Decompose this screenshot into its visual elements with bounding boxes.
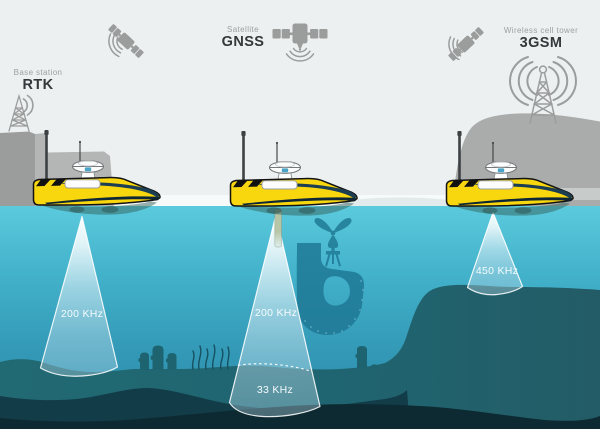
label-beam-subbottom-frequency: 33 KHz xyxy=(257,384,293,396)
transducer-pole xyxy=(274,208,282,248)
label-gnss: GNSS xyxy=(222,34,265,50)
rov-silhouette-icon xyxy=(296,218,365,335)
label-satellite-caption: Satellite xyxy=(227,25,259,34)
seafloor-layer-3 xyxy=(0,404,600,429)
sonar-beam-left xyxy=(39,215,119,377)
label-cell-tower-caption: Wireless cell tower xyxy=(504,26,578,35)
satellite-icon-right xyxy=(448,27,484,61)
cell-tower-icon xyxy=(529,65,557,124)
rov-rivets xyxy=(304,280,364,334)
rtk-radio-waves-icon xyxy=(22,94,34,116)
moai-statues-icon xyxy=(138,345,379,370)
sonar-beam-right xyxy=(466,211,524,296)
satellite-icon-left xyxy=(108,24,144,58)
label-base-station-caption: Base station xyxy=(14,68,63,77)
cell-tower-waves-icon xyxy=(509,56,577,106)
gnss-satellite-icon xyxy=(272,23,328,62)
seaweed-icon xyxy=(191,344,230,370)
label-beam-left-frequency: 200 KHz xyxy=(61,308,103,320)
rtk-tower-icon xyxy=(8,93,30,132)
sonar-beam-middle xyxy=(228,213,321,418)
label-beam-middle-frequency: 200 KHz xyxy=(255,307,297,319)
label-rtk: RTK xyxy=(22,77,53,93)
label-beam-right-frequency: 450 KHz xyxy=(476,265,518,277)
label-3gsm: 3GSM xyxy=(520,35,563,51)
seafloor-interface-dashed-line xyxy=(237,363,312,373)
